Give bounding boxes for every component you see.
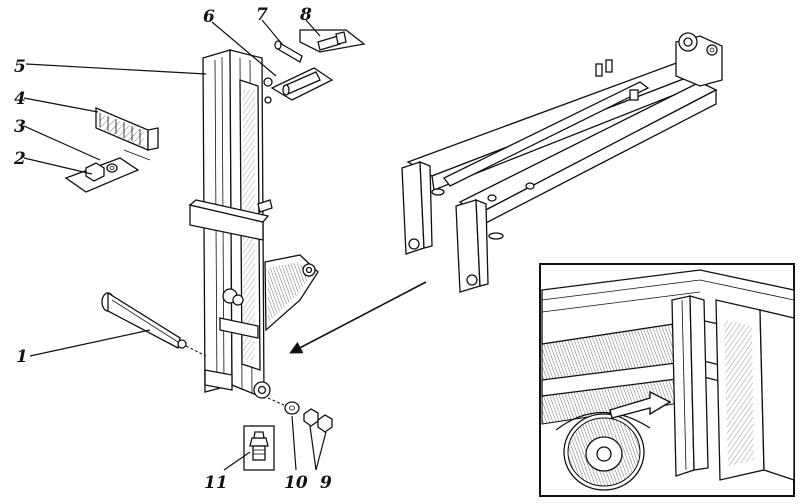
pin-part-1 [101,291,207,357]
callout-8: 8 [299,5,312,25]
callout-9: 9 [320,473,332,493]
bracket-part-4 [95,107,159,151]
assembly-arrow [289,281,427,354]
callout-1: 1 [16,347,28,367]
callout-3: 3 [14,117,26,137]
grease-fitting-part-11 [243,425,275,471]
bolts-part-6-7-8 [270,29,366,101]
callout-6: 6 [203,7,215,27]
callout-11: 11 [204,473,228,493]
leader-lines [23,19,327,471]
callout-labels: 5 4 3 2 1 6 7 8 11 10 9 [13,5,332,493]
callout-10: 10 [284,473,308,493]
nut-washer-part-2-3 [64,149,151,193]
callout-7: 7 [256,5,268,25]
callout-4: 4 [14,89,26,109]
truck-inset-view [539,263,795,497]
washer-nuts-part-9-10 [267,397,333,433]
crane-arm [401,32,723,293]
callout-2: 2 [13,149,26,169]
callout-5: 5 [14,57,26,77]
mast-post [188,49,319,399]
